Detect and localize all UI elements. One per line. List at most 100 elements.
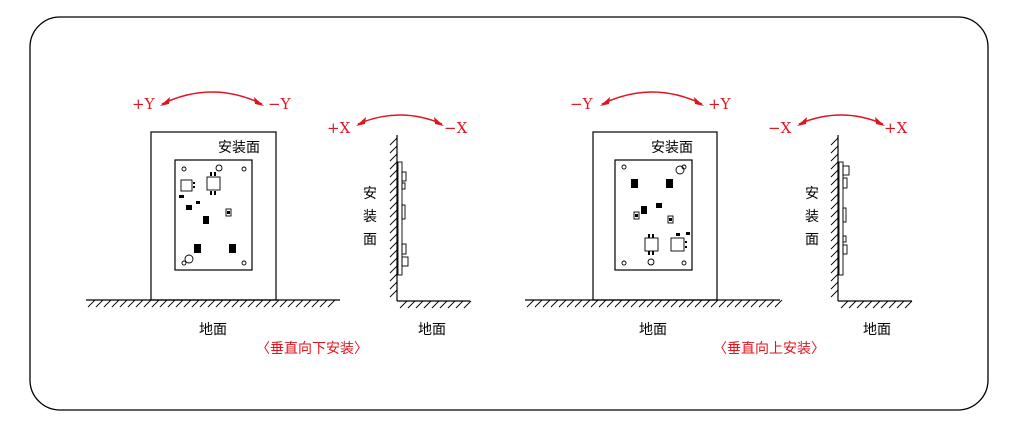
right-mount-plate [592, 131, 718, 301]
ground-hatch-line [399, 300, 408, 309]
wall-hatch-line [389, 169, 398, 178]
right-side-wall [830, 135, 913, 309]
right-ground-side-label: 地面 [863, 322, 891, 338]
ground-hatch-line [774, 299, 783, 308]
ground-hatch-line [415, 300, 424, 309]
ground-hatch-line [734, 299, 743, 308]
right-front-arrow-end [694, 97, 704, 106]
wall-hatch-line [389, 225, 398, 234]
right-front-arrow-start [600, 97, 610, 106]
ground-hatch-line [319, 299, 328, 308]
left-side-wall [389, 135, 472, 309]
ground-hatch-line [848, 300, 857, 309]
ground-hatch-line [662, 299, 671, 308]
ground-hatch-line [590, 299, 599, 308]
left-chip-a [180, 179, 193, 192]
right-side-rotation-arc [798, 114, 884, 125]
ground-hatch-line [303, 299, 312, 308]
ground-hatch-line [327, 299, 336, 308]
ground-hatch-line [742, 299, 751, 308]
left-side-axis-left: +X [327, 119, 351, 137]
wall-hatch-line [389, 289, 398, 298]
ground-hatch-line [598, 299, 607, 308]
left-front-ground [86, 299, 340, 308]
ground-hatch-line [159, 299, 168, 308]
wall-hatch-line [389, 233, 398, 242]
ground-hatch-line [423, 300, 432, 309]
ground-hatch-line [670, 299, 679, 308]
ground-hatch-line [622, 299, 631, 308]
left-mount-face-label: 安装面 [218, 140, 260, 156]
left-ground-side-label: 地面 [418, 322, 446, 338]
ground-hatch-line [295, 299, 304, 308]
wall-hatch-line [389, 265, 398, 274]
wall-hatch-line [830, 153, 839, 162]
right-front-ground [525, 299, 783, 308]
ground-hatch-line [718, 299, 727, 308]
wall-hatch-line [830, 217, 839, 226]
wall-hatch-line [389, 273, 398, 282]
wall-hatch-line [389, 193, 398, 202]
ground-hatch-line [199, 299, 208, 308]
ground-hatch-line [702, 299, 711, 308]
wall-hatch-line [389, 249, 398, 258]
wall-hatch-line [389, 153, 398, 162]
ground-hatch-line [654, 299, 663, 308]
left-front-axis-left: +Y [132, 95, 156, 113]
ground-hatch-line [880, 300, 889, 309]
wall-hatch-line [389, 177, 398, 186]
wall-hatch-line [830, 177, 839, 186]
ground-hatch-line [758, 299, 767, 308]
left-side-arrow-start [356, 117, 366, 126]
ground-hatch-line [95, 299, 104, 308]
ground-hatch-line [207, 299, 216, 308]
ground-hatch-line [463, 300, 472, 309]
ground-hatch-line [167, 299, 176, 308]
ground-hatch-line [606, 299, 615, 308]
outer-frame [29, 16, 989, 411]
ground-hatch-line [271, 299, 280, 308]
wall-hatch-line [830, 185, 839, 194]
left-front-axis-right: −Y [268, 95, 292, 113]
right-side-mount-face-3: 面 [805, 232, 819, 248]
ground-hatch-line [255, 299, 264, 308]
left-side-mount-face-2: 装 [363, 209, 377, 225]
left-mount-plate [150, 131, 277, 301]
right-mount-face-label: 安装面 [651, 140, 693, 156]
ground-hatch-line [686, 299, 695, 308]
ground-hatch-line [87, 299, 96, 308]
ground-hatch-line [311, 299, 320, 308]
wall-hatch-line [389, 137, 398, 146]
wall-hatch-line [389, 201, 398, 210]
ground-hatch-line [550, 299, 559, 308]
left-caption: 〈垂直向下安装〉 [256, 340, 368, 357]
ground-hatch-line [127, 299, 136, 308]
right-side-mount-face-2: 装 [805, 209, 819, 225]
ground-hatch-line [263, 299, 272, 308]
right-side-arrow-end [875, 117, 885, 126]
ground-hatch-line [431, 300, 440, 309]
wall-hatch-line [830, 209, 839, 218]
wall-hatch-line [830, 265, 839, 274]
ground-hatch-line [143, 299, 152, 308]
ground-hatch-line [888, 300, 897, 309]
wall-hatch-line [830, 233, 839, 242]
wall-hatch-line [830, 193, 839, 202]
left-side-mount-face-3: 面 [363, 232, 377, 248]
ground-hatch-line [840, 300, 849, 309]
right-ground-front-label: 地面 [639, 322, 667, 338]
ground-hatch-line [766, 299, 775, 308]
ground-hatch-line [750, 299, 759, 308]
ground-hatch-line [614, 299, 623, 308]
left-side-arrow-end [434, 117, 444, 126]
wall-hatch-line [389, 161, 398, 170]
right-caption: 〈垂直向上安装〉 [713, 340, 825, 357]
ground-hatch-line [646, 299, 655, 308]
left-front-arrow-start [160, 97, 170, 106]
ground-hatch-line [119, 299, 128, 308]
left-pcb-board [174, 159, 253, 271]
wall-hatch-line [830, 241, 839, 250]
ground-hatch-line [678, 299, 687, 308]
ground-hatch-line [574, 299, 583, 308]
